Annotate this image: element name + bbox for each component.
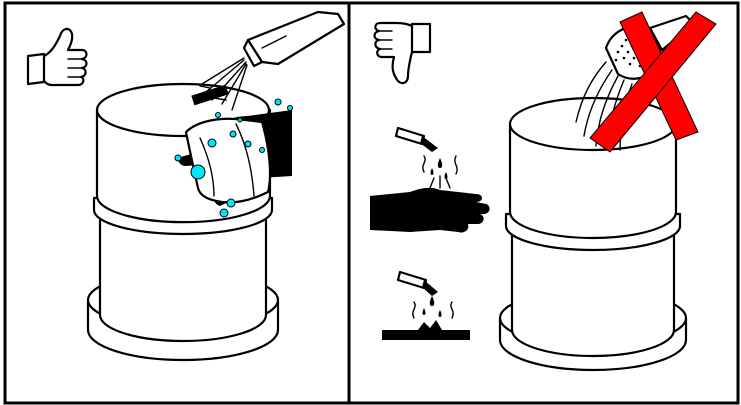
corrosion-surface-icon [382, 320, 470, 340]
test-tube-icon [394, 126, 438, 152]
spray-bottle-icon [242, 10, 346, 68]
red-cross-icon [589, 11, 717, 153]
thumbs-up-icon [26, 27, 88, 87]
panel-do [26, 10, 346, 362]
panel-dont [370, 11, 717, 372]
acid-drops-1 [422, 155, 458, 189]
droplets [174, 98, 293, 218]
acid-drops-2 [412, 296, 454, 319]
frame [3, 1, 740, 405]
label-strip [191, 84, 229, 106]
corrosion-hand-icon [370, 187, 490, 233]
cloth-icon [184, 117, 272, 204]
test-tube-icon-2 [396, 270, 438, 296]
cylinder-object-right [498, 96, 688, 372]
thumbs-down-icon [373, 21, 432, 85]
